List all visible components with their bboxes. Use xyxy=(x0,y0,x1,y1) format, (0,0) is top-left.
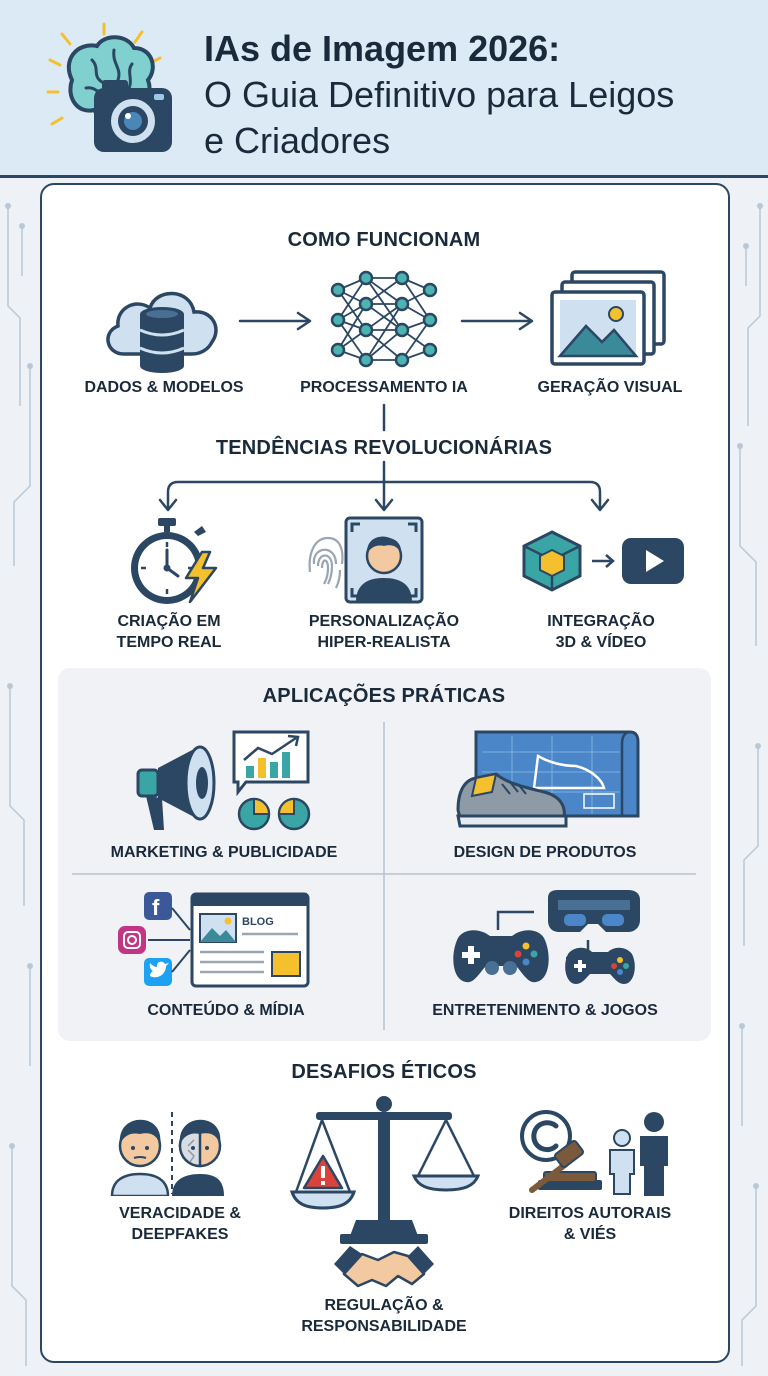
trend-label-realtime: CRIAÇÃO EM TEMPO REAL xyxy=(86,611,252,653)
stopwatch-lightning-icon xyxy=(131,518,218,604)
brain-camera-icon xyxy=(46,22,172,152)
title-line-1: IAs de Imagem 2026: xyxy=(204,28,561,69)
app-label-design: DESIGN DE PRODUTOS xyxy=(453,844,637,861)
ethics-copyright-line2: & VIÉS xyxy=(563,1226,617,1243)
trend-integration-line2: 3D & VÍDEO xyxy=(555,634,647,651)
ethics-regulation-line2: RESPONSABILIDADE xyxy=(301,1318,467,1335)
blog-text: BLOG xyxy=(242,916,274,928)
circuit-decoration-left-icon xyxy=(5,203,33,1366)
trend-integration-line1: INTEGRAÇÃO xyxy=(547,613,655,630)
section-title-apps: APLICAÇÕES PRÁTICAS xyxy=(262,685,506,707)
section-title-how: COMO FUNCIONAM xyxy=(287,229,481,251)
page-title: IAs de Imagem 2026: O Guia Definitivo pa… xyxy=(204,26,744,164)
section-title-trends: TENDÊNCIAS REVOLUCIONÁRIAS xyxy=(215,437,553,459)
circuit-decoration-right-icon xyxy=(737,203,763,1366)
gamepad-vr-icon xyxy=(453,890,640,984)
cloud-database-icon xyxy=(106,291,218,373)
neural-network-icon xyxy=(330,270,438,368)
trend-realtime-line1: CRIAÇÃO EM xyxy=(117,613,221,630)
ethics-label-deepfakes: VERACIDADE & DEEPFAKES xyxy=(82,1203,278,1245)
ethics-copyright-line1: DIREITOS AUTORAIS xyxy=(508,1205,672,1222)
megaphone-chart-icon xyxy=(136,730,311,831)
title-line-2: O Guia Definitivo para Leigos xyxy=(204,74,675,115)
copyright-gavel-icon xyxy=(520,1110,668,1196)
svg-text:f: f xyxy=(152,895,160,920)
sneaker-blueprint-icon xyxy=(456,730,640,828)
app-label-entertainment: ENTRETENIMENTO & JOGOS xyxy=(432,1002,658,1019)
trend-personalization-line2: HIPER-REALISTA xyxy=(317,634,451,651)
ethics-label-copyright: DIREITOS AUTORAIS & VIÉS xyxy=(480,1203,700,1245)
ethics-regulation-line1: REGULAÇÃO & xyxy=(324,1297,444,1314)
ethics-deepfakes-line2: DEEPFAKES xyxy=(131,1226,229,1243)
image-stack-icon xyxy=(550,270,666,366)
cube-video-icon xyxy=(522,530,684,592)
face-scan-fingerprint-icon xyxy=(308,516,424,604)
social-blog-icon: f BLOG xyxy=(118,892,310,988)
how-step-label-data: DADOS & MODELOS xyxy=(84,379,244,396)
header-banner: IAs de Imagem 2026: O Guia Definitivo pa… xyxy=(0,0,768,178)
scale-handshake-icon xyxy=(289,1096,481,1288)
ethics-label-regulation: REGULAÇÃO & RESPONSABILIDADE xyxy=(262,1295,506,1337)
title-line-3: e Criadores xyxy=(204,120,391,161)
how-step-label-visual: GERAÇÃO VISUAL xyxy=(537,379,683,396)
trend-label-personalization: PERSONALIZAÇÃO HIPER-REALISTA xyxy=(286,611,482,653)
ethics-deepfakes-line1: VERACIDADE & xyxy=(119,1205,241,1222)
section-title-ethics: DESAFIOS ÉTICOS xyxy=(291,1061,477,1083)
app-label-content: CONTEÚDO & MÍDIA xyxy=(147,1002,305,1019)
how-step-label-processing: PROCESSAMENTO IA xyxy=(300,379,468,396)
trend-label-integration: INTEGRAÇÃO 3D & VÍDEO xyxy=(508,611,694,653)
trend-realtime-line2: TEMPO REAL xyxy=(116,634,222,651)
app-label-marketing: MARKETING & PUBLICIDADE xyxy=(110,844,338,861)
trend-personalization-line1: PERSONALIZAÇÃO xyxy=(308,613,460,630)
deepfake-faces-icon xyxy=(110,1112,224,1196)
